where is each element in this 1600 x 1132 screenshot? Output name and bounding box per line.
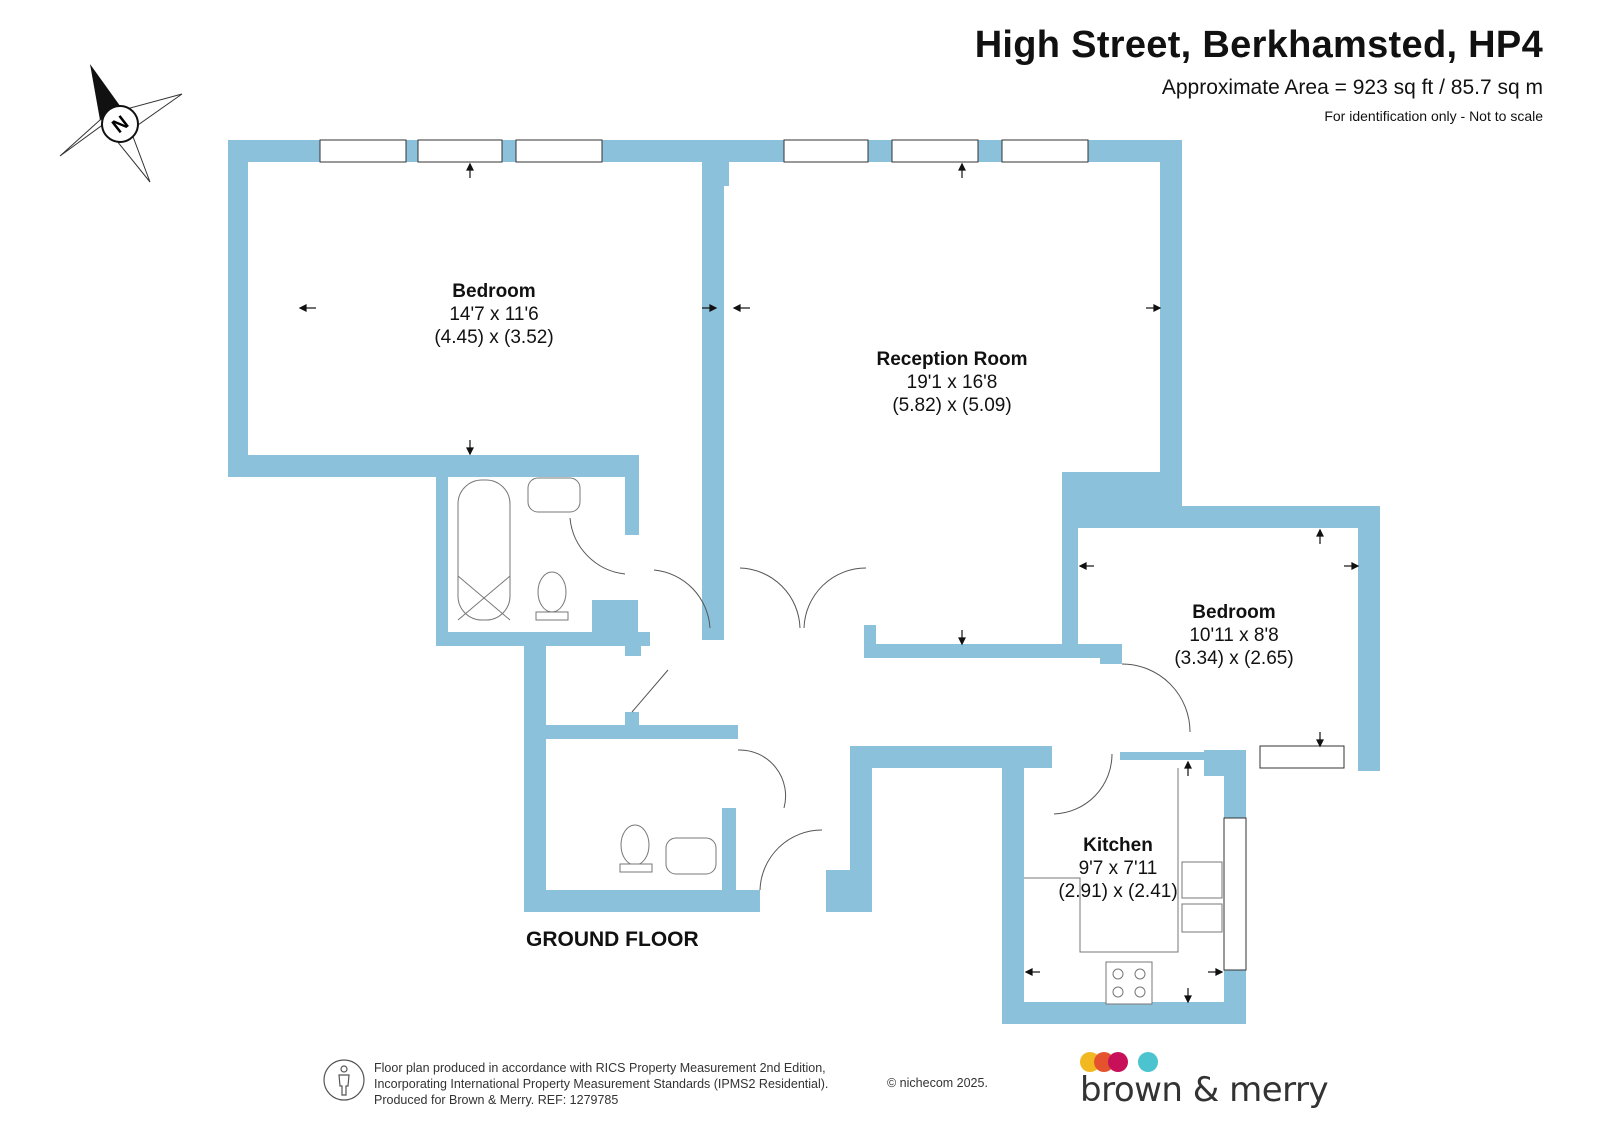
toilet-2 (620, 824, 650, 866)
room-metric: (4.45) x (3.52) (434, 327, 554, 348)
room-imperial: 19'1 x 16'8 (906, 372, 998, 393)
identification-note: For identification only - Not to scale (1324, 108, 1543, 124)
room-name: Kitchen (1083, 835, 1153, 856)
room-metric: (5.82) x (5.09) (892, 395, 1012, 416)
room-label-reception: Reception Room 19'1 x 16'8 (5.82) x (5.0… (877, 348, 1028, 417)
compass-center (101, 105, 139, 143)
floor-label: GROUND FLOOR (526, 928, 699, 951)
footer-line: Produced for Brown & Merry. REF: 1279785 (374, 1093, 619, 1107)
measure-arrows (298, 162, 1360, 1004)
brand-logo-dots (1080, 1052, 1158, 1072)
room-label-bedroom-1: Bedroom 14'7 x 11'6 (4.45) x (3.52) (434, 280, 553, 349)
room-imperial: 10'11 x 8'8 (1189, 625, 1279, 646)
logo-dot-teal (1138, 1052, 1158, 1072)
person-icon (323, 1059, 365, 1101)
logo-dot-magenta (1108, 1052, 1128, 1072)
windows (319, 139, 1345, 971)
room-imperial: 14'7 x 11'6 (449, 304, 539, 325)
footer-line: Incorporating International Property Mea… (374, 1077, 829, 1091)
room-label-bedroom-2: Bedroom 10'11 x 8'8 (3.34) x (2.65) (1174, 601, 1293, 670)
toilet (537, 571, 567, 613)
room-name: Bedroom (452, 281, 536, 302)
door-swings (569, 517, 1191, 891)
room-name: Bedroom (1192, 602, 1276, 623)
room-metric: (2.91) x (2.41) (1058, 881, 1178, 902)
approximate-area: Approximate Area = 923 sq ft / 85.7 sq m (1161, 76, 1543, 99)
room-label-kitchen: Kitchen 9'7 x 7'11 (2.91) x (2.41) (1058, 834, 1177, 903)
footer-notes: Floor plan produced in accordance with R… (374, 1060, 828, 1108)
kitchen-sink (1181, 861, 1223, 899)
property-title: High Street, Berkhamsted, HP4 (974, 24, 1543, 66)
bathroom-fixtures (457, 477, 717, 875)
kitchen-fixtures (1024, 768, 1223, 1005)
compass-rose: N (59, 64, 183, 183)
sink (527, 477, 581, 513)
footer-line: Floor plan produced in accordance with R… (374, 1061, 826, 1075)
room-imperial: 9'7 x 7'11 (1078, 858, 1158, 879)
sink-2 (665, 837, 717, 875)
hob (1105, 961, 1153, 1005)
copyright: © nichecom 2025. (887, 1076, 988, 1090)
brand-logo: brown & merry (1080, 1070, 1329, 1110)
bathtub (457, 479, 511, 621)
room-name: Reception Room (876, 349, 1028, 370)
room-metric: (3.34) x (2.65) (1174, 648, 1294, 669)
